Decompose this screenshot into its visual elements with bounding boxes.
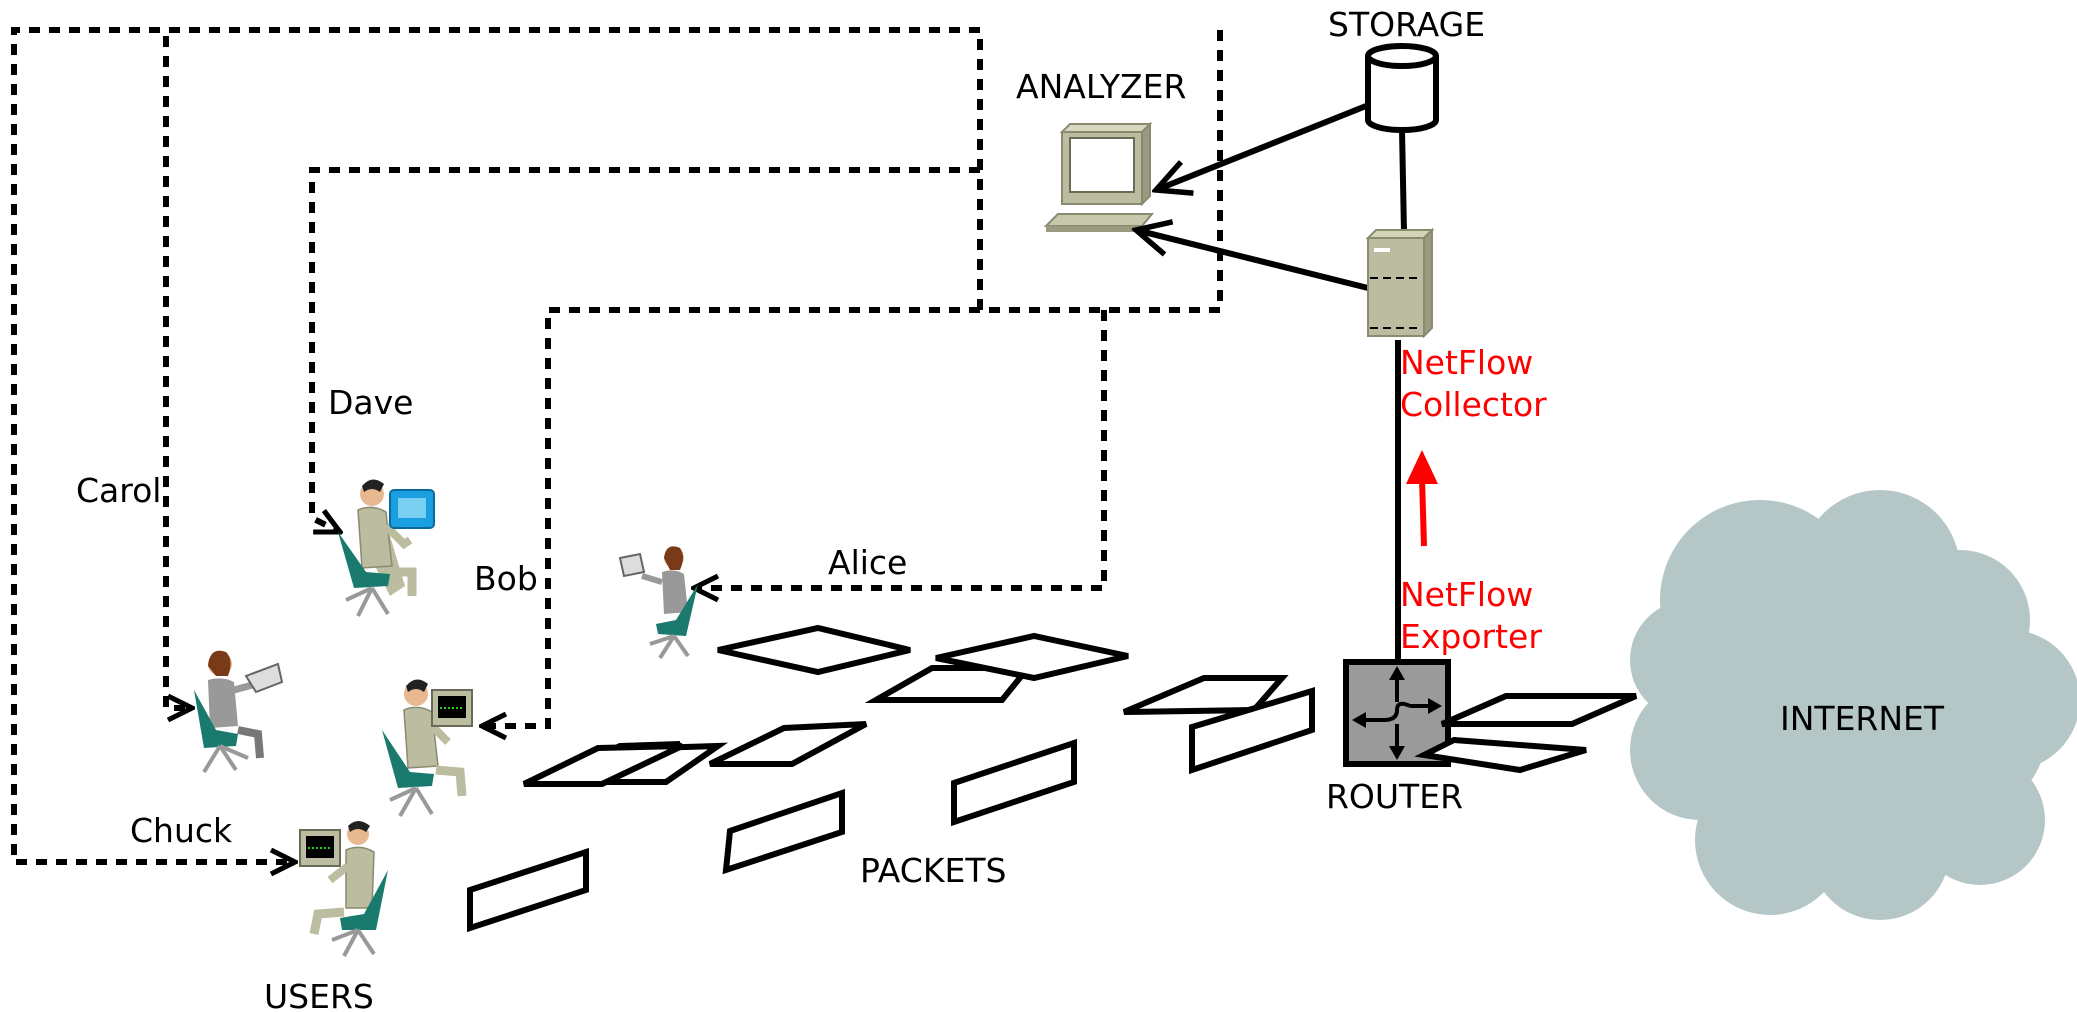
collector-server-icon [1365, 227, 1435, 339]
line-to-dave [309, 167, 980, 535]
packet [522, 743, 684, 787]
packet [467, 847, 589, 933]
storage-collector-link [1399, 129, 1407, 233]
user-person-icon [194, 650, 284, 774]
packet [1440, 693, 1638, 727]
storage-cylinder-icon [1365, 43, 1439, 133]
user-person-icon [618, 546, 698, 660]
packets-label: PACKETS [860, 851, 1006, 890]
analyzer-computer-icon [1043, 121, 1155, 232]
collector-to-analyzer-arrow [1136, 230, 1369, 291]
packet [722, 788, 845, 875]
user-label-dave: Dave [328, 383, 413, 422]
packet [1189, 686, 1315, 775]
packet [717, 624, 911, 676]
user-person-icon [382, 679, 473, 817]
packet [1414, 736, 1587, 774]
exporter-label-line1: NetFlow [1400, 575, 1533, 614]
user-label-alice: Alice [828, 543, 907, 582]
internet-cloud-icon [1630, 490, 2077, 920]
user-person-icon [338, 479, 435, 617]
export-arrow-head [1406, 450, 1438, 484]
analyzer-label: ANALYZER [1016, 67, 1186, 106]
users-label: USERS [264, 977, 374, 1012]
export-direction-arrow [1419, 477, 1427, 547]
line-to-carol [163, 27, 1223, 708]
internet-label: INTERNET [1780, 699, 1945, 738]
user-label-carol: Carol [76, 471, 161, 510]
user-label-chuck: Chuck [130, 811, 233, 850]
storage-to-analyzer-arrow [1156, 103, 1368, 190]
packet [708, 721, 868, 767]
packets [467, 624, 1638, 933]
user-label-bob: Bob [474, 559, 538, 598]
collector-label-line1: NetFlow [1400, 343, 1533, 382]
line-to-bob [482, 307, 980, 726]
exporter-label-line2: Exporter [1400, 617, 1542, 656]
user-person-icon [299, 821, 388, 957]
router-label: ROUTER [1326, 777, 1463, 816]
packet [935, 632, 1129, 682]
router-icon [1343, 659, 1451, 767]
collector-label-line2: Collector [1400, 385, 1547, 424]
storage-label: STORAGE [1328, 5, 1485, 44]
packet [951, 738, 1077, 827]
analyzer-to-users-lines [11, 27, 1223, 862]
